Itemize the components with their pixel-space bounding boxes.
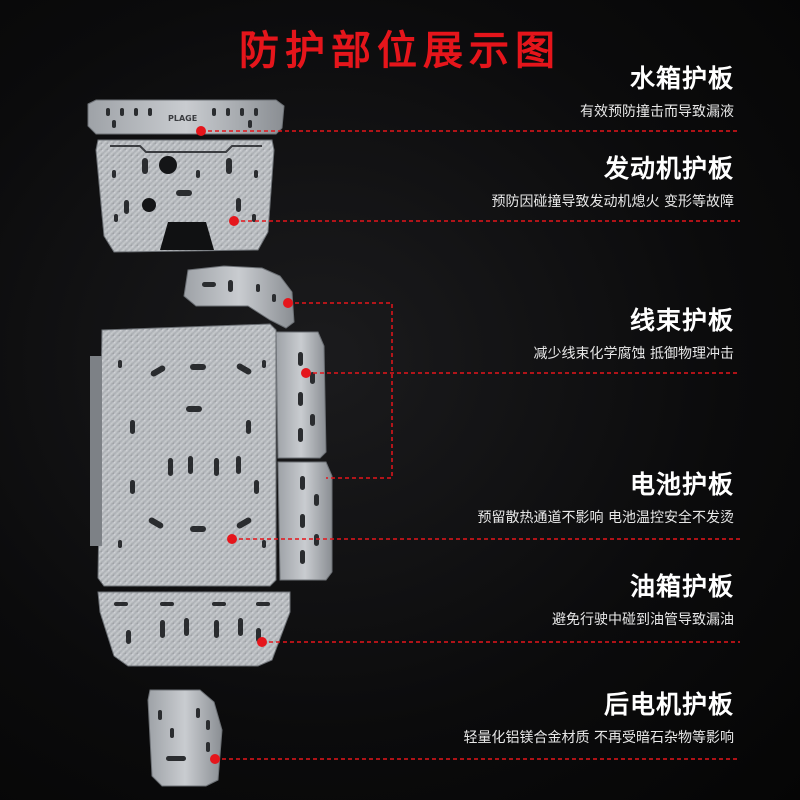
- engine-guard-plate: [95, 139, 275, 253]
- part-name: 油箱护板: [629, 572, 734, 601]
- slot-hole: [150, 365, 166, 377]
- slot-hole: [130, 480, 135, 494]
- part-name: 发动机护板: [603, 154, 734, 183]
- slot-hole: [118, 540, 122, 548]
- label-fuel-tank-guard: 油箱护板 避免行驶中碰到油管导致漏油: [552, 572, 734, 630]
- slot-hole: [168, 458, 173, 476]
- slot-hole: [118, 360, 122, 368]
- part-desc: 轻量化铝镁合金材质 不再受暗石杂物等影响: [463, 730, 734, 746]
- battery-guard-plate: [90, 323, 277, 587]
- marker-dots: [196, 126, 311, 764]
- slot-hole: [236, 363, 252, 375]
- part-name: 电池护板: [629, 470, 734, 499]
- part-desc: 预留散热通道不影响 电池温控安全不发烫: [477, 510, 734, 526]
- page-title: 防护部位展示图: [239, 28, 561, 74]
- slot-hole: [236, 517, 252, 529]
- label-harness-guard: 线束护板 减少线束化学腐蚀 抵御物理冲击: [534, 306, 734, 364]
- brand-mark: PLAGE: [168, 114, 197, 123]
- fuel-tank-guard-plate: [97, 591, 291, 667]
- label-engine-guard: 发动机护板 预防因碰撞导致发动机熄火 变形等故障: [492, 154, 734, 212]
- slot-hole: [190, 526, 206, 532]
- rear-motor-guard-plate: [147, 689, 223, 787]
- part-desc: 减少线束化学腐蚀 抵御物理冲击: [533, 346, 734, 362]
- radiator-guard-plate: PLAGE: [87, 99, 285, 135]
- label-radiator-guard: 水箱护板 有效预防撞击而导致漏液: [580, 64, 734, 122]
- slot-hole: [148, 517, 164, 529]
- part-desc: 避免行驶中碰到油管导致漏油: [552, 612, 734, 628]
- slot-hole: [262, 360, 266, 368]
- slot-hole: [186, 406, 202, 412]
- part-desc: 有效预防撞击而导致漏液: [580, 104, 734, 120]
- label-rear-motor-guard: 后电机护板 轻量化铝镁合金材质 不再受暗石杂物等影响: [464, 690, 734, 748]
- harness-guard-plate: [183, 265, 295, 329]
- slot-hole: [214, 458, 219, 476]
- label-battery-guard: 电池护板 预留散热通道不影响 电池温控安全不发烫: [478, 470, 734, 528]
- part-name: 线束护板: [629, 306, 734, 335]
- slot-hole: [262, 540, 266, 548]
- side-rail-plates: [275, 331, 333, 581]
- part-name: 后电机护板: [603, 690, 734, 719]
- leader-lines: [201, 130, 740, 760]
- part-desc: 预防因碰撞导致发动机熄火 变形等故障: [491, 194, 734, 210]
- slot-hole: [246, 420, 251, 434]
- slot-hole: [190, 364, 206, 370]
- slot-hole: [254, 480, 259, 494]
- slot-hole: [188, 456, 193, 474]
- slot-hole: [236, 456, 241, 474]
- part-name: 水箱护板: [629, 64, 734, 93]
- slot-hole: [130, 420, 135, 434]
